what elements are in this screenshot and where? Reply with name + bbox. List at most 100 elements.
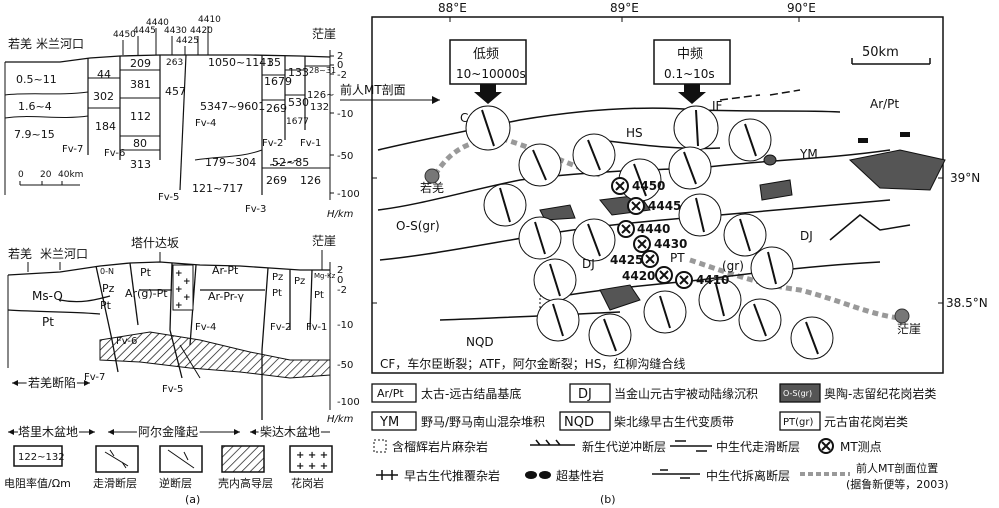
panel-b-map: 88°E 89°E 90°E 39°N 38.5°N 低频 10~10000s … xyxy=(340,1,988,374)
svg-text:PT(gr): PT(gr) xyxy=(783,417,813,428)
map-label: Ar/Pt xyxy=(870,97,899,111)
resist-value: 0.5~11 xyxy=(16,73,57,86)
svg-text:+: + xyxy=(175,285,183,295)
svg-text:20: 20 xyxy=(40,170,52,180)
fault-label: Fv-4 xyxy=(195,118,216,129)
svg-text:-10: -10 xyxy=(337,109,353,120)
svg-text:+ + +: + + + xyxy=(296,461,328,472)
map-label: (gr) xyxy=(722,259,744,273)
resist-value: 112 xyxy=(130,110,151,123)
svg-text:低频: 低频 xyxy=(473,47,499,62)
mt-station-label: 4445 xyxy=(648,199,681,213)
svg-text:野马/野马南山混杂堆积: 野马/野马南山混杂堆积 xyxy=(421,414,545,429)
place-milan: 米兰河口 xyxy=(40,247,88,261)
svg-text:2: 2 xyxy=(337,265,343,276)
station-label: 4425 xyxy=(176,36,199,46)
resist-value: 35 xyxy=(267,56,281,69)
unit-label: Ar(g)-Pt xyxy=(125,287,168,300)
resist-value: 52~85 xyxy=(272,156,309,169)
unit-label: Pt xyxy=(42,315,54,329)
resist-value: 263 xyxy=(166,58,183,68)
fault-label: Fv-7 xyxy=(62,144,83,155)
svg-text:YM: YM xyxy=(379,415,399,430)
resist-value: 1677 xyxy=(286,117,309,127)
unit-label: Ms-Q xyxy=(32,289,63,303)
svg-text:-100: -100 xyxy=(337,189,360,200)
resist-value: 1.6~4 xyxy=(18,100,52,113)
resist-value: 184 xyxy=(95,120,116,133)
resist-value: 126 xyxy=(300,174,321,187)
fault-label: Fv-6 xyxy=(116,336,137,347)
svg-text:超基性岩: 超基性岩 xyxy=(556,468,604,483)
fault-label: Fv-2 xyxy=(262,138,283,149)
svg-text:前人MT剖面: 前人MT剖面 xyxy=(340,82,406,97)
svg-text:0.1~10s: 0.1~10s xyxy=(664,67,715,81)
unit-label: Ar-Pr-γ xyxy=(208,290,245,303)
place-ruoqiang: 若羌 xyxy=(8,37,32,51)
mt-station-label: 4420 xyxy=(622,269,655,283)
granite-body xyxy=(539,204,576,221)
place-mangya: 茫崖 xyxy=(312,234,336,248)
svg-text:元古宙花岗岩类: 元古宙花岗岩类 xyxy=(824,414,908,429)
svg-text:0: 0 xyxy=(18,170,24,180)
mangya-marker xyxy=(894,308,910,324)
station-label: 4420 xyxy=(190,26,213,36)
resist-value: 7.9~15 xyxy=(14,128,55,141)
panel-b-label: (b) xyxy=(600,493,616,506)
resist-value: 44 xyxy=(97,68,111,81)
fault-label: Fv-2 xyxy=(270,322,291,333)
unit-label: Pz xyxy=(294,276,305,287)
fault-label: Fv-3 xyxy=(245,204,266,215)
legend-strike-slip: 走滑断层 xyxy=(93,476,137,490)
station-label: 4410 xyxy=(198,15,221,25)
station-label: 4445 xyxy=(133,26,156,36)
mt-station-label: 4430 xyxy=(654,237,687,251)
lon-label: 89°E xyxy=(610,1,639,15)
svg-text:+: + xyxy=(175,269,183,279)
panel-a-top: 若羌 米兰河口 茫崖 4450 4445 4440 4430 4425 4420… xyxy=(4,15,360,220)
ultrabasic xyxy=(763,154,777,166)
unit-label: Pt xyxy=(314,290,324,301)
svg-text:+: + xyxy=(183,293,191,303)
unit-label: Pt xyxy=(272,288,282,299)
granite-body xyxy=(759,179,793,201)
svg-text:0: 0 xyxy=(337,60,343,71)
legend-reverse: 逆断层 xyxy=(159,476,192,490)
svg-text:奥陶-志留纪花岗岩类: 奥陶-志留纪花岗岩类 xyxy=(824,386,936,401)
svg-text:柴北缘早古生代变质带: 柴北缘早古生代变质带 xyxy=(614,414,734,429)
prev-mt-profile: 前人MT剖面 xyxy=(340,82,901,321)
svg-text:当金山元古宇被动陆缘沉积: 当金山元古宇被动陆缘沉积 xyxy=(614,386,758,401)
granite-body xyxy=(848,149,946,191)
basin-qaidam: 柴达木盆地 xyxy=(260,425,320,439)
svg-text:中生代拆离断层: 中生代拆离断层 xyxy=(706,468,790,483)
scale-bar-a: 0 20 40km xyxy=(18,170,83,186)
lon-label: 90°E xyxy=(787,1,816,15)
svg-text:-10: -10 xyxy=(337,320,353,331)
mt-stations: 4450 4445 4440 4430 4425 4420 4410 xyxy=(610,177,729,289)
svg-text:-2: -2 xyxy=(337,285,347,296)
unit-label: Pt xyxy=(100,299,112,312)
resist-value: 313 xyxy=(130,158,151,171)
svg-text:早古生代推覆杂岩: 早古生代推覆杂岩 xyxy=(404,468,500,483)
fault-label: Fv-6 xyxy=(104,148,125,159)
resist-value: 126~ xyxy=(307,90,334,101)
resist-value: 530 xyxy=(288,96,309,109)
granite-body: +++++ xyxy=(172,264,194,311)
svg-text:-2: -2 xyxy=(337,70,347,81)
svg-text:NQD: NQD xyxy=(564,415,594,430)
station-label: 4440 xyxy=(146,18,169,28)
granite-body xyxy=(599,284,641,311)
mt-station-label: 4440 xyxy=(637,222,670,236)
map-label: IF xyxy=(712,99,723,113)
fault-label: Fv-4 xyxy=(195,322,216,333)
lon-label: 88°E xyxy=(438,1,467,15)
unit-label: Ar-Pt xyxy=(212,264,239,277)
svg-text:新生代逆冲断层: 新生代逆冲断层 xyxy=(582,439,666,454)
resist-value: 121~717 xyxy=(192,182,243,195)
fault-label: Fv-7 xyxy=(84,372,105,383)
unit-label: 0-N xyxy=(100,267,114,276)
resist-value: 269 xyxy=(266,102,287,115)
svg-text:122~132: 122~132 xyxy=(18,452,65,463)
svg-text:中生代走滑断层: 中生代走滑断层 xyxy=(716,439,800,454)
